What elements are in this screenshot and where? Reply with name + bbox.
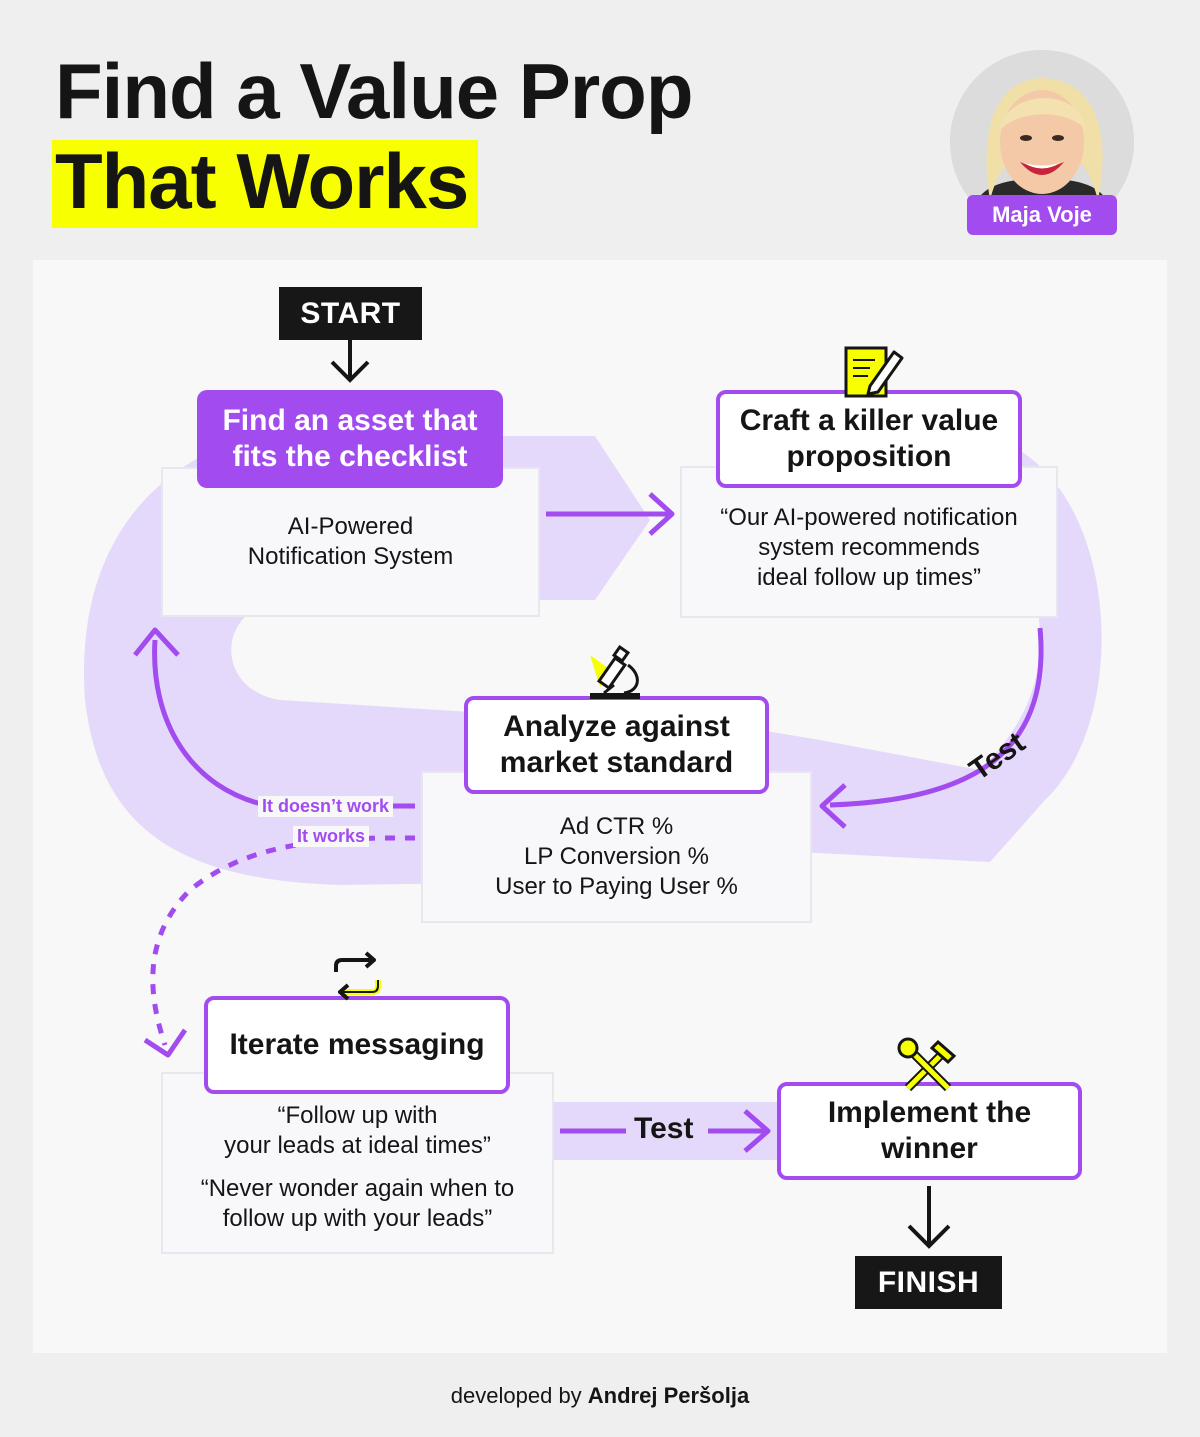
arrow-head-it-works bbox=[143, 1028, 188, 1058]
step3-body: Ad CTR % LP Conversion % User to Paying … bbox=[423, 812, 810, 902]
step4-body-line: your leads at ideal times” bbox=[224, 1132, 491, 1159]
step1-body: AI-Powered Notification System bbox=[163, 512, 538, 572]
microscope-icon bbox=[590, 645, 640, 699]
arrow-head-finish-down bbox=[907, 1224, 951, 1249]
arrow-head-step1-to-step2 bbox=[648, 492, 675, 536]
step1-body-line: Notification System bbox=[247, 543, 454, 570]
step5-heading: Implement the winner bbox=[777, 1082, 1082, 1180]
footer-prefix: developed by bbox=[450, 1383, 588, 1408]
step4-heading: Iterate messaging bbox=[204, 996, 510, 1094]
step2-card bbox=[682, 468, 1056, 616]
step4-card bbox=[163, 1074, 552, 1252]
step4-body-line: “Follow up with bbox=[277, 1102, 438, 1129]
arrow-head-test-to-analyze bbox=[819, 783, 847, 829]
step4-body-line: follow up with your leads” bbox=[222, 1205, 493, 1232]
step3-body-line: LP Conversion % bbox=[524, 843, 709, 870]
arrow-doesnt-work bbox=[152, 639, 415, 809]
step2-body: “Our AI-powered notification system reco… bbox=[682, 503, 1056, 593]
step2-body-line: “Our AI-powered notification bbox=[720, 504, 1018, 531]
step1-heading: Find an asset that fits the checklist bbox=[197, 390, 503, 488]
author-name-badge: Maja Voje bbox=[967, 195, 1117, 235]
step4-body: “Follow up with your leads at ideal time… bbox=[163, 1101, 552, 1234]
step3-body-line: Ad CTR % bbox=[559, 813, 674, 840]
notepad-pencil-icon bbox=[844, 346, 904, 398]
title-line-1: Find a Value Prop bbox=[55, 47, 693, 135]
footer-author: Andrej Peršolja bbox=[587, 1383, 750, 1408]
test-label-bottom: Test bbox=[634, 1112, 694, 1145]
step2-body-line: system recommends bbox=[758, 534, 980, 561]
it-works-label: It works bbox=[293, 826, 370, 847]
step3-body-line: User to Paying User % bbox=[495, 873, 738, 900]
arrow-head-doesnt-work bbox=[133, 627, 180, 657]
arrow-test-to-analyze bbox=[829, 627, 1044, 808]
repeat-arrows-icon bbox=[334, 951, 381, 1001]
step2-heading: Craft a killer value proposition bbox=[716, 390, 1022, 488]
wrench-hammer-icon bbox=[897, 1037, 957, 1092]
step3-heading: Analyze against market standard bbox=[464, 696, 769, 794]
step4-body-line: “Never wonder again when to bbox=[200, 1175, 515, 1202]
finish-label: FINISH bbox=[855, 1256, 1002, 1309]
step1-card bbox=[163, 469, 538, 615]
step2-body-line: ideal follow up times” bbox=[756, 564, 982, 591]
title-line-2: That Works bbox=[52, 140, 479, 228]
arrow-head-test-bottom bbox=[743, 1109, 771, 1153]
arrow-head-start-down bbox=[330, 360, 370, 383]
footer-credit: developed by Andrej Peršolja bbox=[0, 1383, 1200, 1409]
start-label: START bbox=[279, 287, 422, 340]
doesnt-work-label: It doesn’t work bbox=[258, 796, 394, 817]
step3-card bbox=[423, 773, 810, 921]
step1-body-line: AI-Powered bbox=[287, 513, 414, 540]
